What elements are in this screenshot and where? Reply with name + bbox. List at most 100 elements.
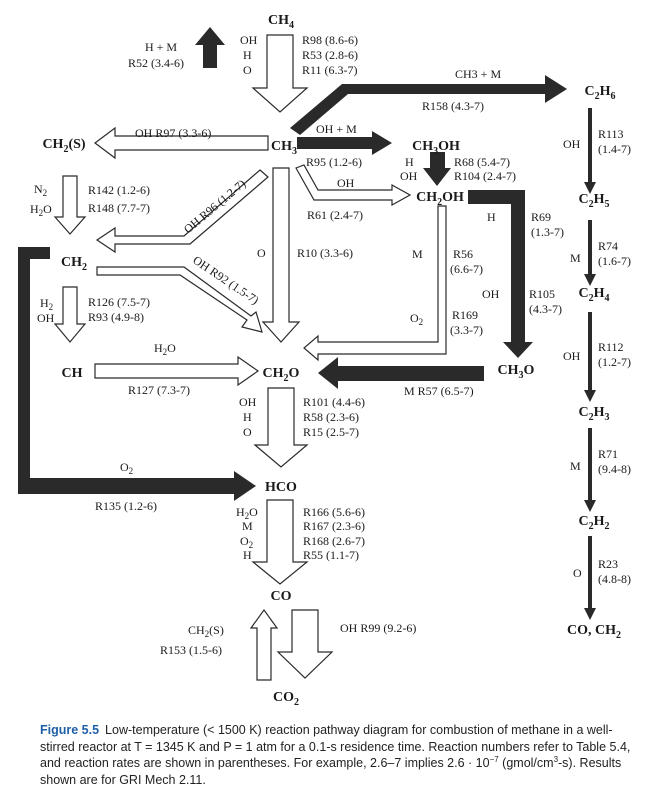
arrow-ch4-to-ch3 xyxy=(251,34,309,113)
arrow-ch3-to-ch2 xyxy=(95,169,269,254)
arrow-hco-to-co xyxy=(251,499,309,585)
label-ch2o-hco-rate-2: R58 (2.3-6) xyxy=(303,410,359,424)
label-ch3-ch2-diagonal: OH R96 (1.2-7) xyxy=(181,177,248,237)
label-ch2oh-ch3o-species: H xyxy=(487,210,496,224)
caption-text-3: -s). Results shown are for GRI Mech 2.11… xyxy=(40,756,622,787)
label-ch3-ch2s: OH R97 (3.3-6) xyxy=(135,126,211,140)
label-ch-ch2o-species: H2O xyxy=(154,341,176,357)
label-ch2-hco-rate: R135 (1.2-6) xyxy=(95,499,157,513)
label-ch2oh-ch2o-o2-rate-2: (3.3-7) xyxy=(450,323,483,337)
caption-text-2: (gmol/cm xyxy=(498,756,554,770)
label-ch4-ch3-rate-3: R11 (6.3-7) xyxy=(302,63,358,77)
reaction-pathway-diagram: CH4 CH3 C2H6 CH2(S) CH3OH CH2OH C2H5 CH2… xyxy=(18,13,631,705)
label-ch2-ch-species-2: OH xyxy=(37,311,55,325)
label-co2-co-species: CH2(S) xyxy=(188,623,224,639)
label-hco-co-species-4: H xyxy=(243,548,252,562)
species-ch3: CH3 xyxy=(271,139,297,157)
label-ch2oh-ch3o-rate-2: (1.3-7) xyxy=(531,225,564,239)
label-ch2oh-ch2o-m-species: M xyxy=(412,247,423,261)
label-ch3-ch2oh-rate: R61 (2.4-7) xyxy=(307,208,363,222)
label-ch2s-ch2-species-2: H2O xyxy=(30,202,52,218)
label-ch3-ch4-rate: R52 (3.4-6) xyxy=(128,56,184,70)
caption-text-1: Low-temperature (< 1500 K) reaction path… xyxy=(40,723,631,770)
label-ch3-ch2o-species: O xyxy=(257,246,266,260)
label-c2h2-co-rate-2: (4.8-8) xyxy=(598,572,631,586)
arrow-ch2oh-to-ch2o xyxy=(303,205,447,362)
species-c2h4: C2H4 xyxy=(578,286,609,304)
label-hco-co-species-1: H2O xyxy=(236,505,258,521)
label-co2-co-rate: R153 (1.5-6) xyxy=(160,643,222,657)
label-ch3-c2h6-species: CH3 + M xyxy=(455,67,501,81)
label-ch2o-hco-species-1: OH xyxy=(239,395,257,409)
label-ch4-ch3-species-2: H xyxy=(243,48,252,62)
arrow-ch3-to-ch2o xyxy=(261,167,301,343)
label-ch2-ch-rate-1: R126 (7.5-7) xyxy=(88,295,150,309)
species-co-ch2: CO, CH2 xyxy=(567,623,621,641)
species-c2h3: C2H3 xyxy=(578,405,609,423)
label-ch3-ch2oh-species: OH xyxy=(337,176,355,190)
arrow-ch2-to-ch xyxy=(53,286,87,343)
arrow-c2h2-to-co-ch2 xyxy=(584,536,596,620)
species-hco: HCO xyxy=(265,480,297,495)
label-ch4-ch3-species-3: O xyxy=(243,63,252,77)
caption-unit-exponent: 3 xyxy=(553,754,559,764)
label-ch3o-from-ch2oh-species: OH xyxy=(482,287,500,301)
species-ch2: CH2 xyxy=(61,255,87,273)
species-ch4: CH4 xyxy=(268,13,294,31)
species-ch3oh: CH3OH xyxy=(412,139,460,157)
arrow-c2h4-to-c2h3 xyxy=(584,312,596,402)
label-ch3o-from-ch2oh-rate-2: (4.3-7) xyxy=(529,302,562,316)
label-c2h5-c2h4-rate-2: (1.6-7) xyxy=(598,254,631,268)
label-ch2s-ch2-species-1: N2 xyxy=(34,182,47,198)
label-c2h3-c2h2-rate-1: R71 xyxy=(598,447,618,461)
arrow-ch3-to-ch2s xyxy=(94,126,269,160)
label-hco-co-rate-1: R166 (5.6-6) xyxy=(303,505,365,519)
label-hco-co-rate-2: R167 (2.3-6) xyxy=(303,519,365,533)
arrow-ch3-to-ch3oh xyxy=(297,131,392,155)
label-ch2oh-ch2o-o2-species: O2 xyxy=(410,311,423,327)
species-ch: CH xyxy=(62,366,83,381)
arrow-ch3-to-c2h6 xyxy=(290,75,567,135)
species-c2h2: C2H2 xyxy=(578,514,609,532)
arrow-ch3oh-to-ch2oh xyxy=(423,152,451,186)
label-ch4-ch3-species-1: OH xyxy=(240,33,258,47)
species-c2h6: C2H6 xyxy=(584,84,615,102)
label-c2h6-c2h5-rate-2: (1.4-7) xyxy=(598,142,631,156)
species-ch2o: CH2O xyxy=(263,366,300,384)
arrow-ch2s-to-ch2 xyxy=(53,175,87,235)
label-ch3-ch4-species: H + M xyxy=(145,40,177,54)
arrow-ch2oh-to-ch3o xyxy=(468,190,533,358)
species-ch3o: CH3O xyxy=(498,363,535,381)
label-hco-co-rate-3: R168 (2.6-7) xyxy=(303,534,365,548)
arrow-co2-to-co xyxy=(249,608,279,681)
label-ch2s-ch2-rate-2: R148 (7.7-7) xyxy=(88,201,150,215)
species-ch2oh: CH2OH xyxy=(416,190,464,208)
label-c2h5-c2h4-rate-1: R74 xyxy=(598,239,618,253)
label-c2h6-c2h5-rate-1: R113 xyxy=(598,127,624,141)
label-c2h4-c2h3-species: OH xyxy=(563,349,581,363)
label-ch4-ch3-rate-2: R53 (2.8-6) xyxy=(302,48,358,62)
label-c2h2-co-species: O xyxy=(573,566,582,580)
label-ch3oh-ch2oh-rate-2: R104 (2.4-7) xyxy=(454,169,516,183)
label-ch3o-ch2o: M R57 (6.5-7) xyxy=(404,384,474,398)
species-ch2s: CH2(S) xyxy=(42,137,85,155)
caption-label: Figure 5.5 xyxy=(40,723,100,737)
species-c2h5: C2H5 xyxy=(578,192,609,210)
label-ch2oh-ch2o-m-rate-2: (6.6-7) xyxy=(450,262,483,276)
label-ch2o-hco-species-3: O xyxy=(243,425,252,439)
arrow-c2h3-to-c2h2 xyxy=(584,428,596,512)
arrow-ch2-to-ch2o xyxy=(96,266,263,333)
label-ch-ch2o-rate: R127 (7.3-7) xyxy=(128,383,190,397)
arrow-ch2o-to-hco xyxy=(253,387,309,468)
label-ch3-c2h6-rate: R158 (4.3-7) xyxy=(422,99,484,113)
label-ch2s-ch2-rate-1: R142 (1.2-6) xyxy=(88,183,150,197)
label-c2h5-c2h4-species: M xyxy=(570,251,581,265)
label-ch3-ch2o-rate: R10 (3.3-6) xyxy=(297,246,353,260)
label-c2h3-c2h2-species: M xyxy=(570,459,581,473)
label-ch2oh-ch2o-o2-rate-1: R169 xyxy=(452,308,478,322)
label-c2h4-c2h3-rate-1: R112 xyxy=(598,340,624,354)
label-ch2o-hco-rate-3: R15 (2.5-7) xyxy=(303,425,359,439)
label-ch3oh-ch2oh-species-1: H xyxy=(405,155,414,169)
caption-exponent: −7 xyxy=(489,754,499,764)
